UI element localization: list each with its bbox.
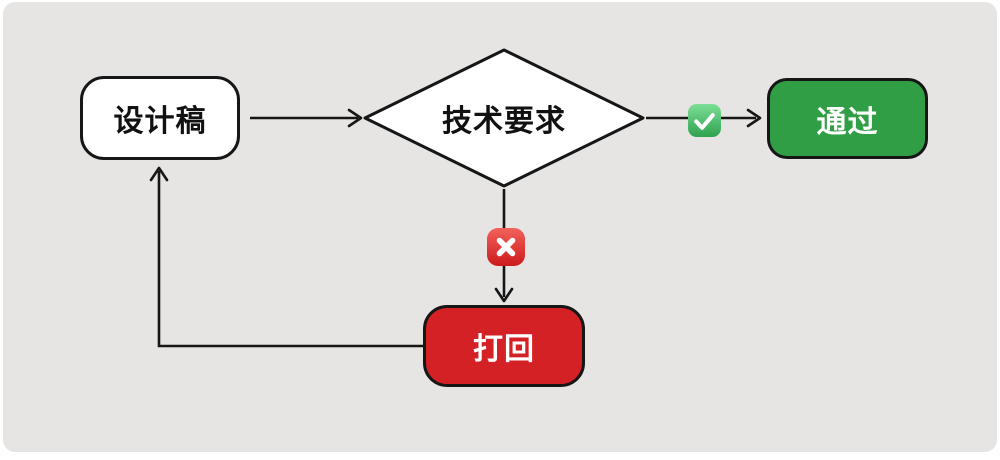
node-pass[interactable]: 通过 (767, 78, 928, 159)
node-design-draft-label: 设计稿 (113, 105, 207, 138)
node-reject-label: 打回 (473, 333, 535, 366)
node-design-draft[interactable]: 设计稿 (80, 76, 240, 160)
node-decision[interactable]: 技术要求 (404, 98, 604, 138)
decision-diamond-shape[interactable] (363, 48, 645, 188)
node-reject[interactable]: 打回 (423, 305, 585, 387)
edge-design-to-decision[interactable] (250, 108, 363, 128)
cross-mark-button-icon[interactable] (486, 227, 526, 267)
edge-reject-to-design[interactable] (149, 166, 423, 348)
node-pass-label: 通过 (816, 105, 879, 139)
node-decision-label: 技术要求 (442, 105, 566, 138)
check-mark-button-icon[interactable] (687, 103, 722, 138)
